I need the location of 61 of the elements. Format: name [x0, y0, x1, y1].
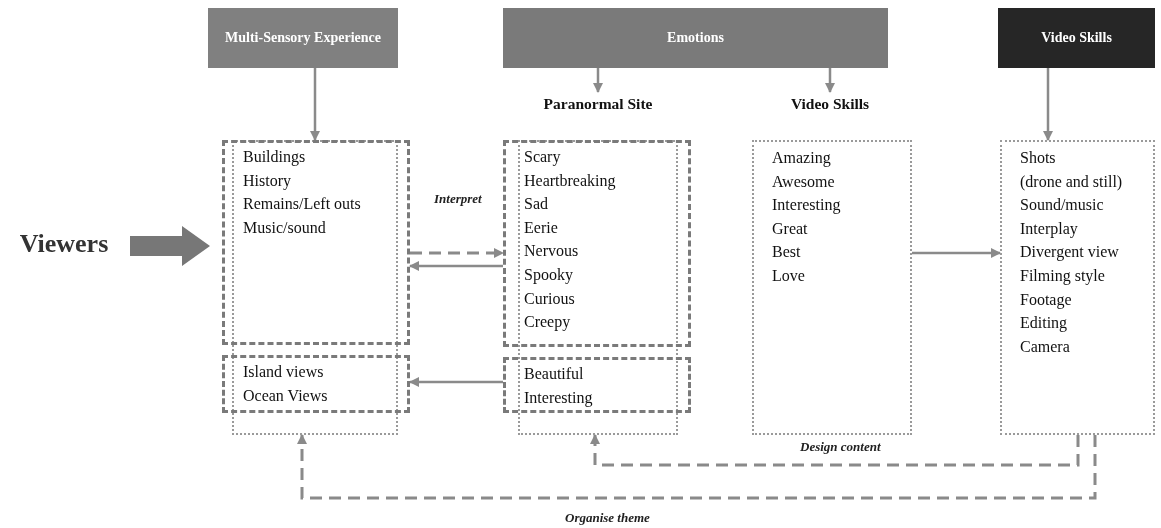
dashed-box [503, 140, 691, 347]
dotted-box [1000, 140, 1155, 435]
list-item: Great [772, 218, 808, 239]
list-item: Nervous [524, 241, 579, 262]
header-text: Multi-Sensory Experience [225, 29, 381, 47]
list-item: Love [772, 265, 805, 286]
arrow [825, 68, 835, 93]
header-bar [208, 8, 398, 68]
list-item: Ocean Views [243, 385, 328, 406]
edge-label: Design content [798, 439, 883, 455]
list-item: Best [772, 242, 801, 263]
arrow [310, 68, 320, 141]
list-item: Buildings [243, 147, 306, 168]
dashed-arrow [297, 434, 1097, 500]
list-item: Sound/music [1020, 195, 1104, 216]
list-item: Creepy [524, 312, 571, 333]
list-item: Island views [243, 362, 324, 382]
arrow [409, 261, 503, 271]
list-item: History [243, 170, 291, 192]
dashed-arrow [590, 434, 1080, 467]
list-item: Curious [524, 288, 575, 309]
list-item: (drone and still) [1020, 171, 1123, 193]
list-item: Scary [524, 147, 561, 168]
header-text: Emotions [667, 29, 724, 47]
list-item: Sad [524, 194, 548, 215]
list-item: Interesting [772, 195, 841, 216]
dashed-box [222, 355, 410, 413]
list-item: Footage [1020, 289, 1072, 311]
list-item: Shots [1020, 148, 1056, 168]
dashed-box [503, 357, 691, 413]
list-item: Amazing [772, 148, 831, 169]
edge-label: Organise theme [563, 510, 652, 526]
box-outline [232, 140, 398, 435]
label-text: Viewers [19, 229, 109, 259]
dashed-arrow [410, 248, 504, 258]
list-item: Spooky [524, 264, 573, 286]
header-text: Video Skills [1041, 29, 1112, 47]
list-item: Heartbreaking [524, 170, 616, 192]
list-item: Beautiful [524, 364, 584, 384]
arrow [1043, 68, 1053, 141]
heading-text: Paranormal Site [543, 95, 653, 113]
block-arrow [130, 226, 210, 266]
list-item: Interesting [524, 387, 593, 409]
header-bar [503, 8, 888, 68]
dashed-box [222, 140, 410, 345]
list-item: Awesome [772, 171, 835, 192]
box-outline [518, 140, 678, 435]
header-bar [998, 8, 1155, 68]
list-item: Remains/Left outs [243, 194, 361, 215]
list-item: Interplay [1020, 218, 1078, 240]
list-item: Filming style [1020, 265, 1105, 287]
list-item: Music/sound [243, 217, 326, 238]
list-item: Editing [1020, 313, 1068, 334]
list-item: Divergent view [1020, 242, 1119, 263]
arrow [409, 377, 503, 387]
dotted-box [752, 140, 912, 435]
arrow [593, 68, 603, 93]
list-item: Eerie [524, 217, 558, 238]
heading-text: Video Skills [790, 95, 870, 113]
list-item: Camera [1020, 336, 1070, 357]
arrow [912, 248, 1001, 258]
